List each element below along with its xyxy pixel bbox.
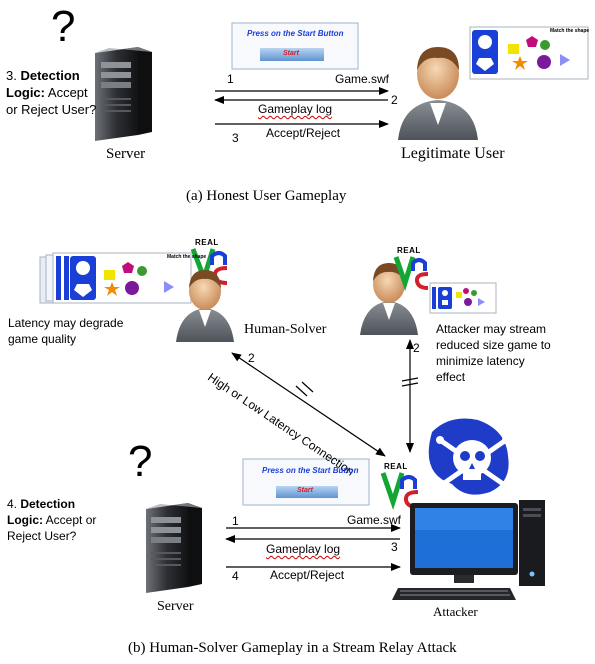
legitimate-user-label: Legitimate User <box>401 145 505 162</box>
question-mark: ? <box>51 2 76 51</box>
detection-number: 3. <box>6 68 17 83</box>
attacker-note-line: minimize latency <box>436 354 525 368</box>
detection-reject: Reject User? <box>7 529 77 543</box>
step-label: Gameplay log <box>258 102 333 116</box>
step-number: 4 <box>232 569 239 583</box>
start-button <box>260 48 324 61</box>
svg-text:REAL: REAL <box>384 462 408 471</box>
server-icon <box>146 503 202 593</box>
attacker-note-line: effect <box>436 370 466 384</box>
human-solver-avatar <box>176 270 234 342</box>
caption-b: (b) Human-Solver Gameplay in a Stream Re… <box>128 640 457 656</box>
detection-logic-label: Logic: <box>7 513 43 527</box>
step-label: Accept/Reject <box>266 126 341 140</box>
start-label: Start <box>283 50 299 57</box>
step-number: 3 <box>391 540 398 554</box>
attacker-note: Attacker may stream reduced size game to… <box>436 321 551 385</box>
human-solver-label: Human-Solver <box>244 322 327 337</box>
reduced-size-game <box>429 282 497 314</box>
attacker-note-line: Attacker may stream <box>436 322 547 336</box>
detection-reject: or Reject User? <box>6 102 97 117</box>
step-label: Accept/Reject <box>270 568 345 582</box>
game-prompt: Press on the Start Button <box>262 466 359 475</box>
start-label: Start <box>297 487 313 494</box>
detection-accept: Accept <box>45 85 88 100</box>
skull-crossbones-icon <box>428 418 510 495</box>
detection-accept: Accept or <box>43 513 97 527</box>
step-number: 1 <box>232 514 239 528</box>
server-icon <box>95 47 152 141</box>
vnc-logo-relay: REAL <box>393 246 429 292</box>
server-label: Server <box>106 146 146 162</box>
step-number-right: 2 <box>413 341 420 355</box>
step-label: Gameplay log <box>266 542 341 556</box>
detection-heading: Detection <box>20 68 80 83</box>
vnc-logo-attacker: REAL <box>380 462 419 511</box>
attacker-computer-icon <box>392 500 545 600</box>
step-number: 2 <box>391 93 398 107</box>
break-mark <box>401 382 419 387</box>
break-mark <box>401 377 419 382</box>
step-number: 3 <box>232 131 239 145</box>
game-start-screen <box>242 458 370 506</box>
match-shape-label: Match the shape <box>167 254 207 260</box>
match-shape-label: Match the shape <box>550 28 590 34</box>
start-button <box>276 486 338 498</box>
attacker-label: Attacker <box>433 604 478 619</box>
latency-note-line: game quality <box>8 332 77 346</box>
user-avatar <box>398 47 478 140</box>
match-shape-game <box>469 26 589 80</box>
break-mark <box>301 381 314 393</box>
question-mark: ? <box>128 437 153 486</box>
server-label: Server <box>157 599 194 614</box>
step-number-left: 2 <box>248 351 255 365</box>
detection-number: 4. <box>7 497 21 511</box>
connection-arrow <box>231 352 386 457</box>
svg-text:REAL: REAL <box>397 246 421 255</box>
svg-text:REAL: REAL <box>195 238 219 247</box>
step-label: Game.swf <box>347 513 402 527</box>
attacker-note-line: reduced size game to <box>436 338 551 352</box>
step-label: Game.swf <box>335 72 390 86</box>
detection-logic-label: Logic: <box>6 85 45 100</box>
detection-logic-note: 4. Detection Logic: Accept or Reject Use… <box>7 496 96 544</box>
attacker-relay-avatar <box>360 263 418 335</box>
break-mark <box>295 385 308 397</box>
detection-heading: Detection <box>20 497 76 511</box>
latency-note-line: Latency may degrade <box>8 316 124 330</box>
game-prompt: Press on the Start Button <box>247 29 344 38</box>
latency-note: Latency may degrade game quality <box>8 315 123 347</box>
caption-a: (a) Honest User Gameplay <box>186 188 347 204</box>
detection-logic-note: 3. Detection Logic: Accept or Reject Use… <box>6 67 96 118</box>
match-shape-game-stack <box>39 252 192 304</box>
game-start-screen <box>231 22 359 70</box>
step-number: 1 <box>227 72 234 86</box>
